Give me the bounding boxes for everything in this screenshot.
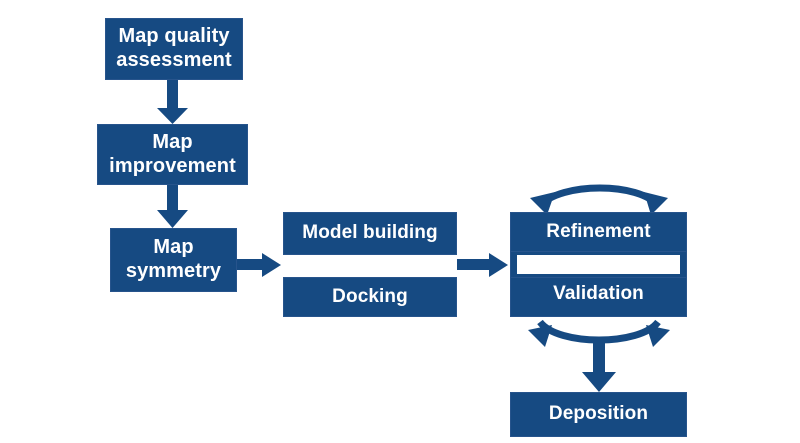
cycle-arc-top: [530, 184, 668, 215]
node-model-building[interactable]: Model building: [283, 212, 457, 255]
node-refinement[interactable]: Refinement: [510, 212, 687, 252]
arrow-refinement-group-to-deposition: [582, 338, 616, 392]
arrow-map-quality-to-map-improvement: [157, 80, 188, 124]
arrow-map-improvement-to-map-symmetry: [157, 185, 188, 228]
node-map-quality-assessment[interactable]: Map quality assessment: [105, 18, 243, 80]
node-docking[interactable]: Docking: [283, 277, 457, 317]
node-deposition[interactable]: Deposition: [510, 392, 687, 437]
node-map-improvement[interactable]: Map improvement: [97, 124, 248, 185]
arrow-map-symmetry-to-model-group: [237, 253, 281, 277]
refinement-validation-connector-band: [510, 252, 687, 277]
node-map-symmetry[interactable]: Map symmetry: [110, 228, 237, 292]
arrow-model-group-to-refinement-group: [457, 253, 508, 277]
node-validation[interactable]: Validation: [510, 277, 687, 317]
